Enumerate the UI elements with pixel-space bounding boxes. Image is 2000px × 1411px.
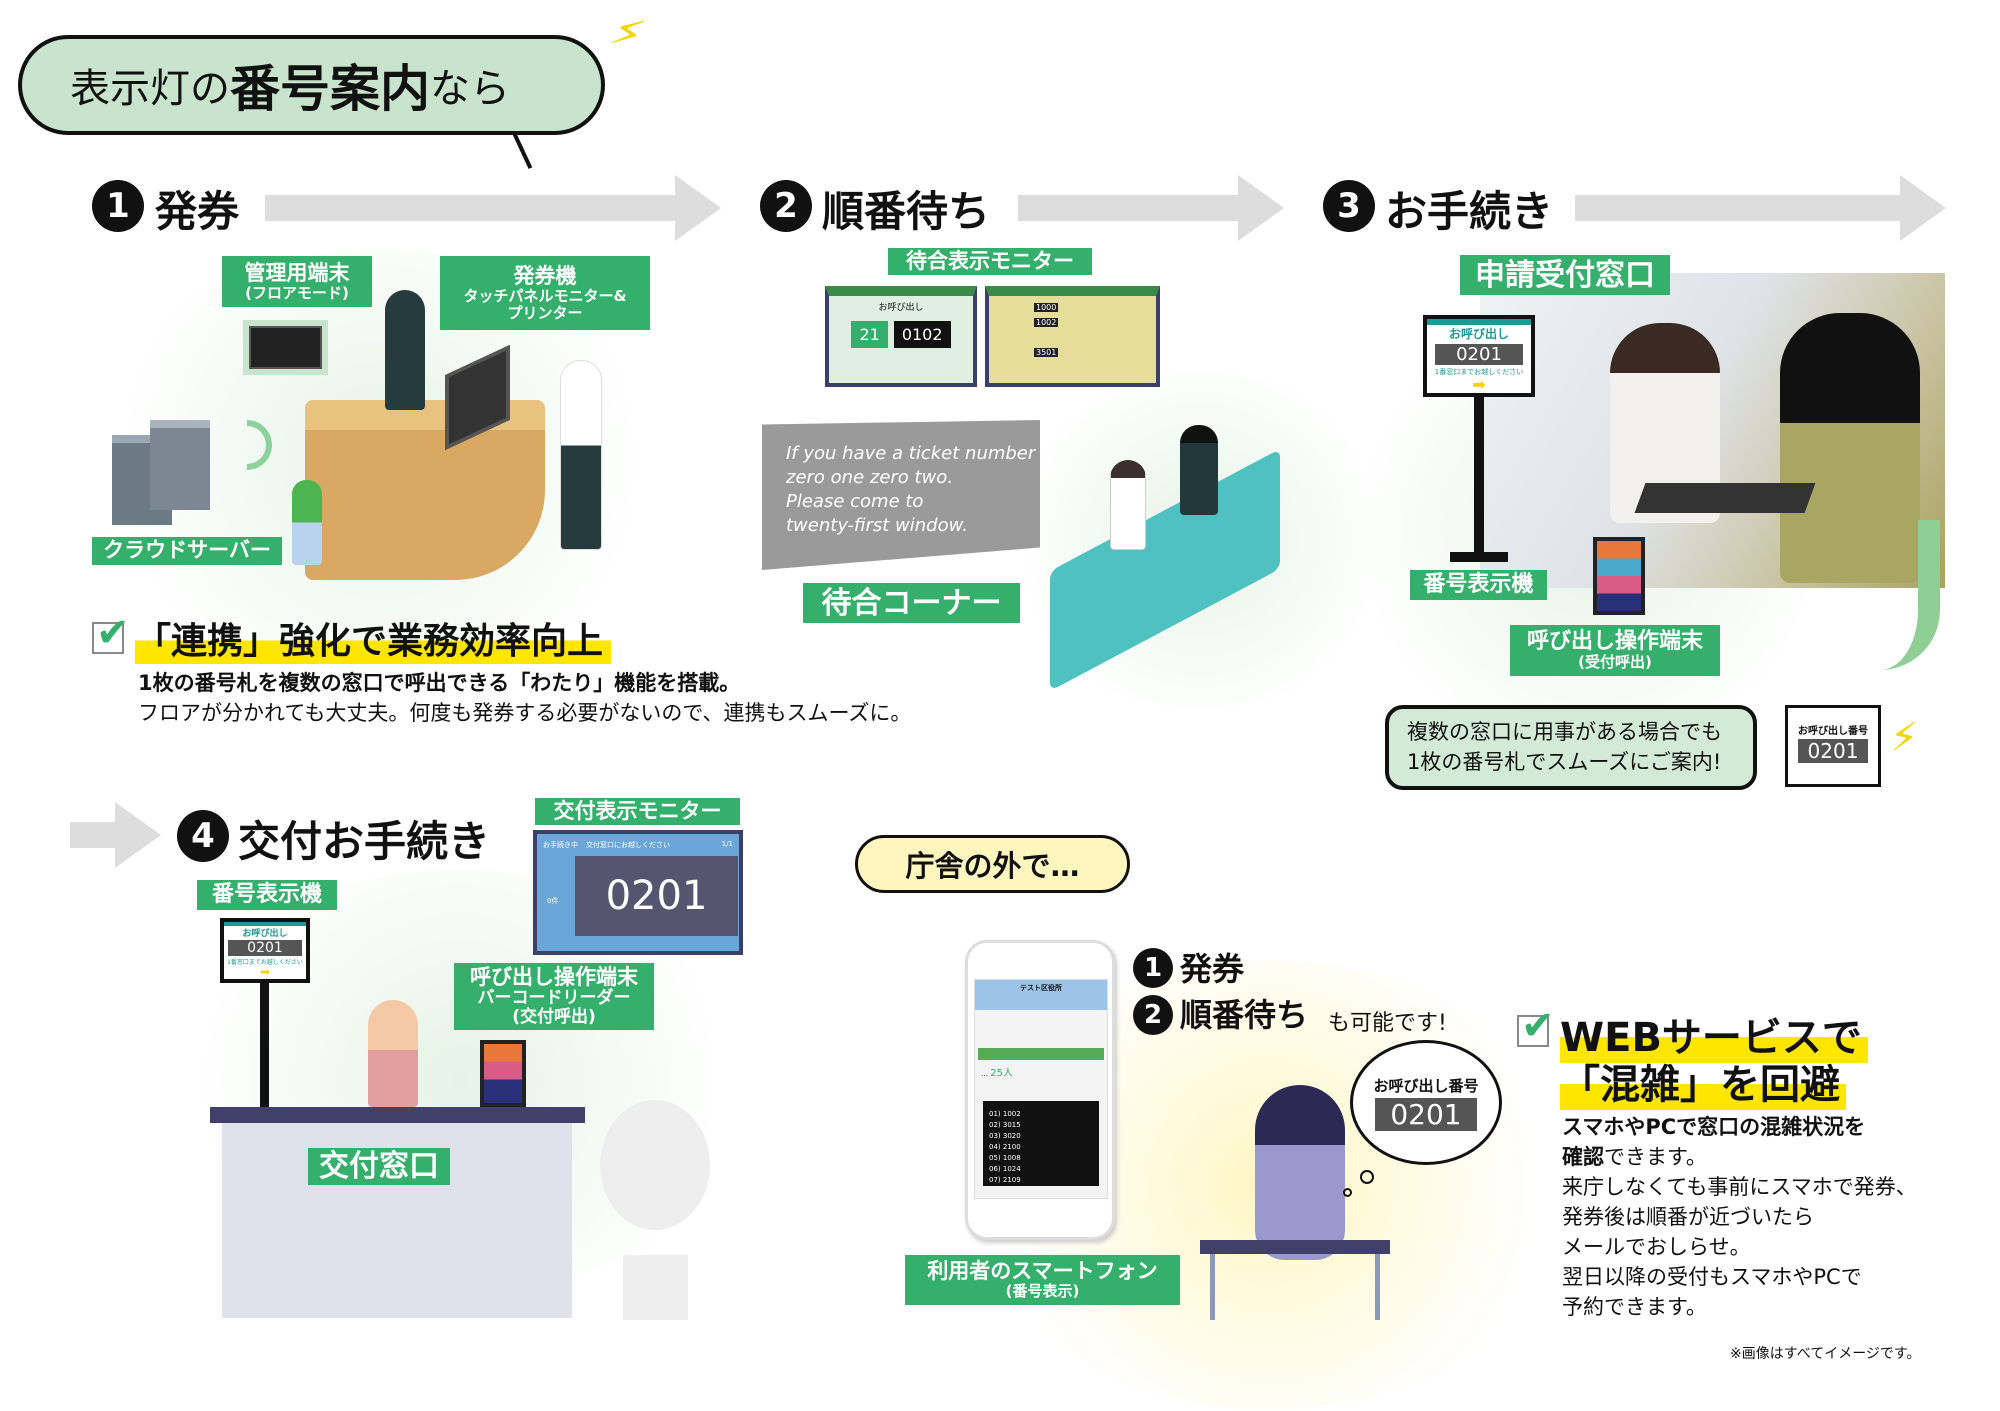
web-line: できます。 — [1604, 1145, 1707, 1169]
web-line: 来庁しなくても事前にスマホで発券、 — [1562, 1175, 1917, 1199]
outside-step-issue: 発券 — [1180, 950, 1245, 988]
outside-bubble: 庁舎の外で… — [855, 835, 1130, 893]
step-number: 2 — [1133, 995, 1173, 1035]
waiting-monitor-call: お呼び出し 21 0102 — [825, 286, 977, 387]
web-line: 予約できます。 — [1562, 1295, 1707, 1319]
reception-counter-label: 申請受付窓口 — [1460, 255, 1670, 295]
title-bold: 番号案内 — [230, 60, 430, 118]
step-number: 1 — [1133, 948, 1173, 988]
sparkle-icon: ⚡ — [1890, 715, 1919, 761]
web-line: 発券後は順番が近づいたら — [1562, 1205, 1814, 1229]
plant-icon — [292, 480, 322, 565]
feature-description: 1枚の番号札を複数の窓口で呼出できる「わたり」機能を搭載。 フロアが分かれても大… — [138, 668, 911, 728]
arrow-icon — [70, 802, 161, 868]
staff-figure — [368, 1000, 418, 1107]
issuance-monitor-label: 交付表示モニター — [535, 798, 740, 825]
smartphone-label: 利用者のスマートフォン(番号表示) — [905, 1255, 1180, 1305]
step-number: 2 — [760, 180, 812, 232]
bench — [1200, 1240, 1390, 1254]
bench-leg — [1375, 1254, 1380, 1320]
barcode-terminal-icon — [480, 1040, 526, 1107]
issuance-counter-label: 交付窓口 — [308, 1148, 450, 1185]
web-description: スマホやPCで窓口の混雑状況を 確認できます。 来庁しなくても事前にスマホで発券… — [1562, 1112, 1917, 1322]
plant-icon — [600, 1100, 710, 1230]
checkbox-icon: ✔ — [1517, 1003, 1555, 1049]
step-title: お手続き — [1385, 187, 1554, 236]
step-number: 1 — [92, 180, 144, 232]
feature-heading: 「連携」強化で業務効率向上 — [135, 612, 612, 664]
outside-step-wait: 順番待ち — [1180, 996, 1309, 1034]
arrow-right-icon: ➡ — [259, 965, 271, 979]
woman-figure — [1255, 1085, 1345, 1260]
feature-line: フロアが分かれても大丈夫。何度も発券する必要がないので、連携もスムーズに。 — [138, 701, 912, 725]
kiosk-label: 発券機タッチパネルモニター&プリンター — [440, 256, 650, 330]
number-display-label: 番号表示機 — [1410, 570, 1547, 600]
checkbox-icon: ✔ — [92, 610, 130, 656]
counter-top — [210, 1107, 585, 1123]
step-number: 3 — [1323, 180, 1375, 232]
call-terminal-label: 呼び出し操作端末(受付呼出) — [1510, 625, 1720, 676]
server-icon — [150, 420, 210, 510]
arrow-icon — [1575, 175, 1946, 241]
arrow-icon — [1018, 175, 1284, 241]
waiting-person — [1180, 425, 1218, 515]
waiting-corner-label: 待合コーナー — [803, 583, 1020, 623]
admin-terminal-label: 管理用端末(フロアモード) — [222, 256, 372, 307]
outside-suffix: も可能です! — [1328, 1011, 1447, 1036]
sign-pole — [1474, 397, 1484, 557]
number-display-label: 番号表示機 — [197, 880, 337, 910]
sparkle-icon: ⚡ — [604, 4, 651, 63]
waiting-monitor-label: 待合表示モニター — [888, 248, 1092, 275]
call-terminal-icon — [1593, 537, 1645, 615]
step-number: 4 — [177, 810, 229, 862]
bubble-tail — [511, 131, 533, 169]
waiting-monitor-table: 1000 1002 3501 — [985, 286, 1160, 387]
title-post: なら — [430, 66, 510, 112]
curved-arrow-icon — [1860, 520, 1940, 670]
thought-bubble: お呼び出し番号 0201 — [1350, 1040, 1502, 1165]
title-bubble: 表示灯の番号案内なら — [18, 35, 605, 135]
bench-leg — [1210, 1254, 1215, 1320]
plant-pot — [623, 1255, 688, 1320]
arrow-icon — [265, 175, 721, 241]
thought-dot — [1360, 1170, 1374, 1184]
title-pre: 表示灯の — [70, 66, 230, 112]
footnote: ※画像はすべてイメージです。 — [1730, 1346, 1921, 1362]
staff-figure — [385, 290, 425, 410]
call-terminal-label: 呼び出し操作端末バーコードリーダー(交付呼出) — [454, 963, 654, 1030]
sign-pole — [260, 983, 269, 1108]
waiting-person — [1110, 460, 1146, 550]
step-title: 交付お手続き — [238, 817, 491, 866]
web-line: 確認 — [1562, 1145, 1604, 1169]
web-line: メールでおしらせ。 — [1562, 1235, 1751, 1259]
step-title: 順番待ち — [822, 187, 991, 236]
sign-base — [1450, 552, 1508, 562]
counter-desk — [305, 400, 545, 580]
feature-line: 1枚の番号札を複数の窓口で呼出できる「わたり」機能を搭載。 — [138, 671, 741, 695]
web-heading-line2: 「混雑」を回避 — [1560, 1052, 1846, 1110]
step-title: 発券 — [155, 187, 240, 236]
thought-dot — [1343, 1188, 1352, 1197]
web-line: スマホやPCで窓口の混雑状況を — [1562, 1115, 1866, 1139]
cloud-server-label: クラウドサーバー — [92, 537, 282, 565]
customer-figure — [560, 360, 602, 550]
arrow-right-icon: ➡ — [1472, 375, 1486, 394]
web-line: 翌日以降の受付もスマホやPCで — [1562, 1265, 1862, 1289]
admin-tablet-icon — [243, 320, 328, 375]
ticket-card: お呼び出し番号 0201 — [1785, 705, 1881, 787]
